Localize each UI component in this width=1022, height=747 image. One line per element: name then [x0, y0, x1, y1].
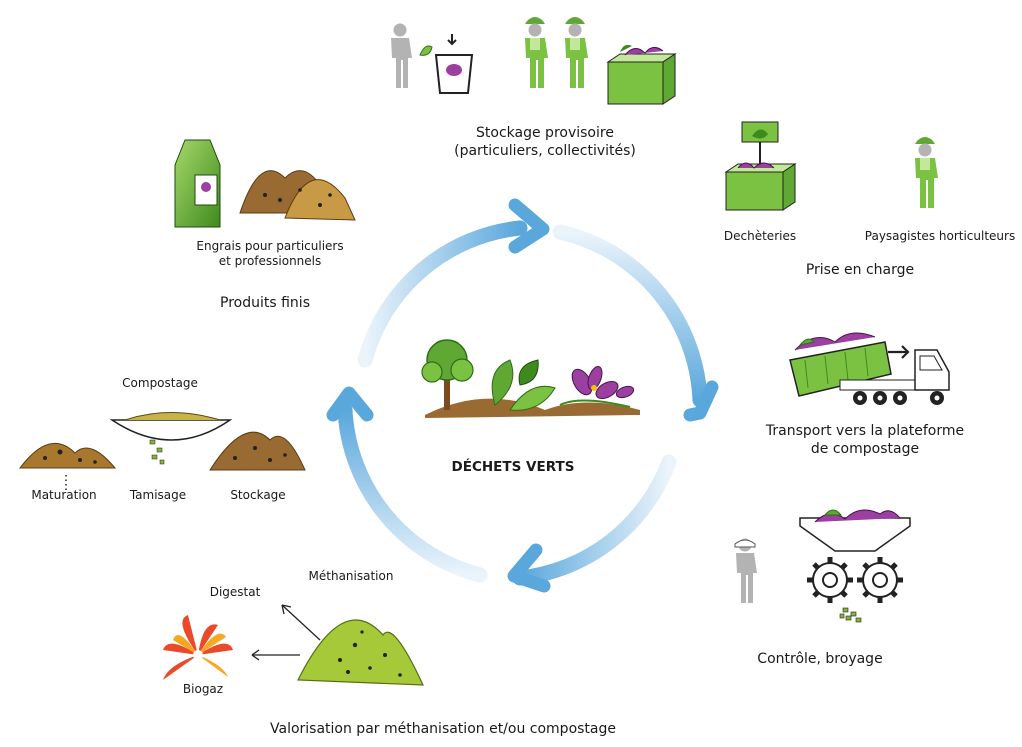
prise-en-charge-title: Prise en charge: [805, 262, 915, 278]
prise-en-charge-illustration: [724, 121, 938, 211]
produits-finis-illustration: [174, 139, 356, 228]
stockage-provisoire-illustration: [391, 17, 677, 105]
valorisation-illustration: [251, 604, 424, 686]
cycle-arrows: [326, 198, 719, 593]
arrow-top: [357, 220, 528, 368]
arrow-left: [337, 402, 488, 583]
green-waste-illustration: [421, 339, 640, 418]
stockage-provisoire-line2: (particuliers, collectivités): [454, 142, 636, 159]
transport-illustration: [789, 332, 950, 405]
digestat-label: Digestat: [209, 585, 261, 599]
maturation-label: Maturation: [31, 488, 97, 502]
methanisation-label: Méthanisation: [308, 569, 394, 583]
compostage-illustration: [18, 412, 306, 490]
stockage-label: Stockage: [230, 488, 286, 502]
arrow-bottom: [512, 454, 677, 586]
engrais-label: Engrais pour particuliers et professionn…: [170, 239, 370, 269]
transport-line2: de compostage: [810, 440, 920, 457]
valorisation-title: Valorisation par méthanisation et/ou com…: [270, 721, 617, 737]
stockage-provisoire-label: Stockage provisoire (particuliers, colle…: [430, 125, 660, 160]
biogaz-icon: [163, 615, 233, 680]
engrais-line1: Engrais pour particuliers: [196, 239, 344, 253]
dechetteries-label: Dechèteries: [723, 229, 797, 243]
paysagistes-label: Paysagistes horticulteurs: [864, 229, 1016, 243]
engrais-line2: et professionnels: [218, 254, 322, 268]
biogaz-label: Biogaz: [182, 682, 224, 696]
stockage-provisoire-line1: Stockage provisoire: [476, 125, 614, 141]
produits-finis-title: Produits finis: [220, 295, 310, 311]
transport-label: Transport vers la plateforme de composta…: [750, 423, 980, 458]
transport-line1: Transport vers la plateforme: [765, 423, 965, 439]
center-title: DÉCHETS VERTS: [451, 459, 575, 475]
controle-broyage-illustration: [734, 509, 911, 623]
controle-broyage-title: Contrôle, broyage: [757, 651, 883, 667]
compostage-title: Compostage: [122, 376, 198, 390]
arrow-right: [552, 224, 708, 408]
tamisage-label: Tamisage: [129, 488, 187, 502]
